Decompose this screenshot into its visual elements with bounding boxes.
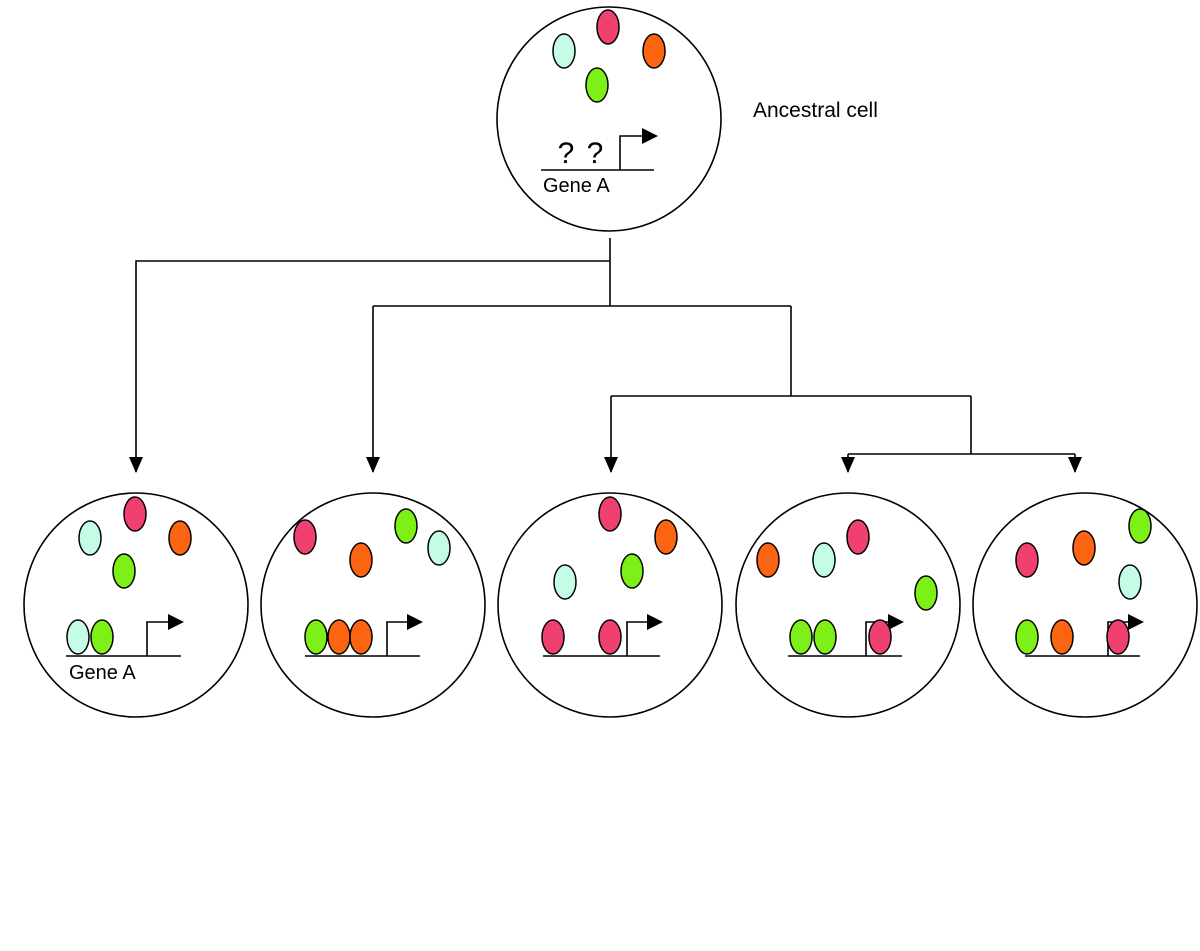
arrowhead-icon	[168, 614, 184, 630]
arrowhead-icon	[888, 614, 904, 630]
transcription-start-arrow	[619, 135, 644, 170]
lineage-tree	[129, 238, 1082, 473]
transcription-factor-cyan	[1118, 564, 1142, 600]
bound-factor-pink	[868, 619, 892, 655]
cell-membrane	[972, 492, 1198, 718]
arrowhead-icon	[642, 128, 658, 144]
branch-to-descendant-1	[129, 260, 610, 473]
transcription-start-arrow	[146, 621, 170, 656]
unknown-site-mark: ?	[587, 137, 604, 170]
descendant-4-cell	[735, 492, 961, 718]
bound-factor-orange	[327, 619, 351, 655]
transcription-factor-orange	[1072, 530, 1096, 566]
transcription-factor-pink	[598, 496, 622, 532]
bound-factor-green	[813, 619, 837, 655]
gene-label: Gene A	[543, 175, 610, 197]
bound-factor-pink	[1106, 619, 1130, 655]
transcription-factor-pink	[846, 519, 870, 555]
cell-membrane	[23, 492, 249, 718]
transcription-start-arrow	[626, 621, 649, 656]
descendant-1-cell	[23, 492, 249, 718]
ancestral-cell: ??	[496, 6, 722, 232]
transcription-factor-orange	[642, 33, 666, 69]
bound-factor-pink	[598, 619, 622, 655]
bound-factor-pink	[541, 619, 565, 655]
transcription-factor-green	[914, 575, 938, 611]
bound-factor-green	[1015, 619, 1039, 655]
transcription-factor-green	[620, 553, 644, 589]
descendant-5-cell	[972, 492, 1198, 718]
transcription-factor-orange	[349, 542, 373, 578]
descendant-2-cell	[260, 492, 486, 718]
bound-factor-orange	[349, 619, 373, 655]
arrowhead-icon	[1128, 614, 1144, 630]
bound-factor-green	[304, 619, 328, 655]
gene-label: Gene A	[69, 662, 136, 684]
transcription-factor-pink	[596, 9, 620, 45]
transcription-factor-orange	[654, 519, 678, 555]
ancestral-cell-label: Ancestral cell	[753, 99, 878, 122]
cell-membrane	[260, 492, 486, 718]
transcription-factor-green	[394, 508, 418, 544]
descendant-3-cell	[497, 492, 723, 718]
transcription-factor-pink	[293, 519, 317, 555]
transcription-factor-green	[585, 67, 609, 103]
transcription-factor-green	[112, 553, 136, 589]
bound-factor-cyan	[66, 619, 90, 655]
cell-membrane	[735, 492, 961, 718]
transcription-factor-cyan	[812, 542, 836, 578]
transcription-factor-pink	[123, 496, 147, 532]
bound-factor-orange	[1050, 619, 1074, 655]
transcription-factor-cyan	[552, 33, 576, 69]
unknown-site-mark: ?	[558, 137, 575, 170]
bound-factor-green	[90, 619, 114, 655]
transcription-factor-orange	[756, 542, 780, 578]
transcription-start-arrow	[386, 621, 409, 656]
transcription-factor-cyan	[553, 564, 577, 600]
arrowhead-icon	[407, 614, 423, 630]
transcription-factor-cyan	[78, 520, 102, 556]
bound-factor-green	[789, 619, 813, 655]
transcription-factor-orange	[168, 520, 192, 556]
transcription-factor-pink	[1015, 542, 1039, 578]
cell-membrane	[496, 6, 722, 232]
transcription-factor-green	[1128, 508, 1152, 544]
arrowhead-icon	[647, 614, 663, 630]
transcription-factor-cyan	[427, 530, 451, 566]
